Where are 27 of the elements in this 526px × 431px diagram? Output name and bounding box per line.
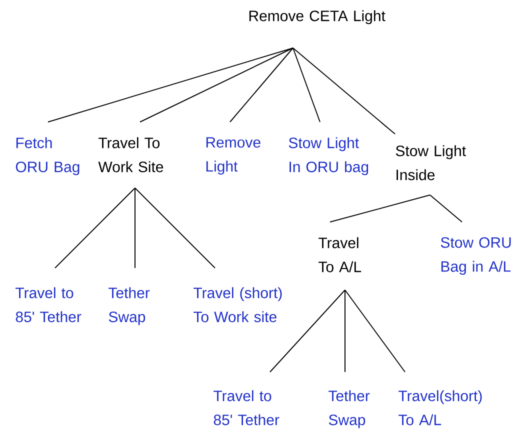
task-label: Travel (short) To Work site: [194, 287, 282, 322]
task-label: Stow Light In ORU bag: [288, 137, 368, 176]
task-label: Remove CETA Light: [249, 10, 386, 24]
task-label: Remove Light: [206, 137, 260, 175]
tree-line: [330, 194, 430, 222]
task-label: Stow Light Inside: [396, 145, 466, 180]
task-label: Stow ORU Bag in A/L: [440, 237, 511, 275]
task-label: Tether Swap: [328, 390, 370, 428]
task-label: Travel(short) To A/L: [398, 390, 482, 426]
tree-line: [270, 290, 346, 372]
tree-line: [292, 48, 320, 122]
tree-line: [134, 188, 216, 268]
task-label: Travel To Work Site: [98, 137, 164, 172]
task-label: Tether Swap: [108, 287, 150, 326]
task-label: Travel to 85' Tether: [214, 390, 280, 426]
tree-line: [140, 48, 294, 122]
task-label: Fetch ORU Bag: [16, 137, 80, 176]
tree-line: [230, 48, 294, 122]
tree-line: [430, 194, 462, 222]
tree-line: [54, 188, 136, 268]
task-label: Travel to 85' Tether: [16, 287, 82, 322]
tree-line: [292, 48, 396, 134]
tree-line: [344, 290, 406, 372]
tree-line: [134, 188, 136, 268]
tree-line: [48, 48, 294, 122]
tree-line: [344, 290, 346, 372]
task-label: Travel To A/L: [318, 237, 362, 272]
